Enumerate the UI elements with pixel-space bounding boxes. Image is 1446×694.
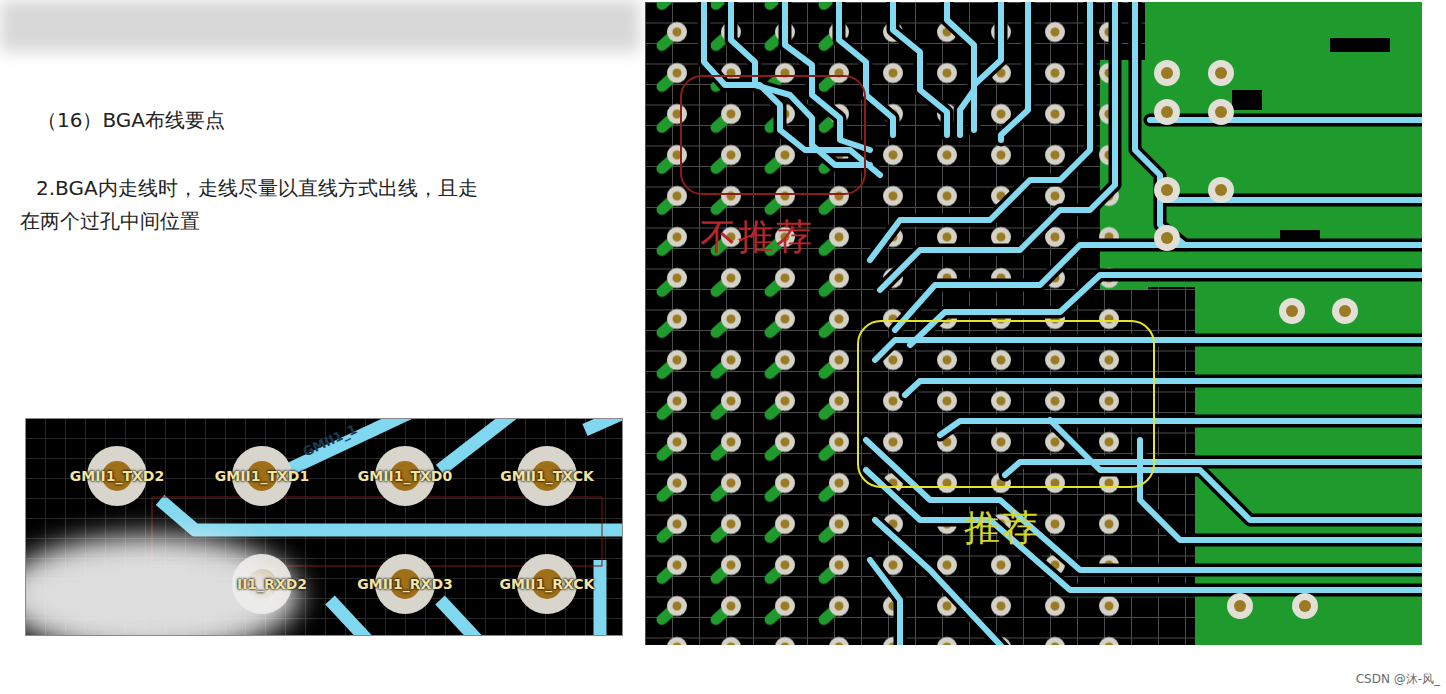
bga-pads (645, 2, 860, 645)
pin-name: II1_RXD2 (237, 576, 307, 592)
watermark: CSDN @沐-风_ (1356, 671, 1440, 688)
region-caption: 推荐 (964, 508, 1040, 548)
trace (704, 2, 1422, 645)
bga-routing-photo (645, 2, 1422, 645)
trace-net-name: GMII1_1 (301, 421, 360, 459)
body-text: 2.BGA内走线时，走线尽量以直线方式出线，且走在两个过孔中间位置 (20, 172, 482, 238)
slide-heading: （16）BGA布线要点 (37, 106, 225, 134)
blurred-header (0, 0, 640, 52)
pin-name: GMII1_TXD1 (215, 468, 309, 484)
pin-name: GMII1_TXD2 (70, 468, 164, 484)
copper-pour (1100, 2, 1422, 645)
pin-name: GMII1_TXD0 (358, 468, 452, 484)
pin-name: GMII1_RXD3 (357, 576, 453, 592)
pour-vias (1154, 60, 1358, 619)
region-caption: 不推荐 (700, 217, 814, 257)
pin-name: GMII1_TXCK (500, 468, 594, 484)
pin-name: GMII1_RXCK (500, 576, 595, 592)
gmii-routing-photo (25, 418, 623, 636)
highlight-region: 推荐 (857, 320, 1155, 488)
highlight-region: 不推荐 (680, 75, 866, 195)
